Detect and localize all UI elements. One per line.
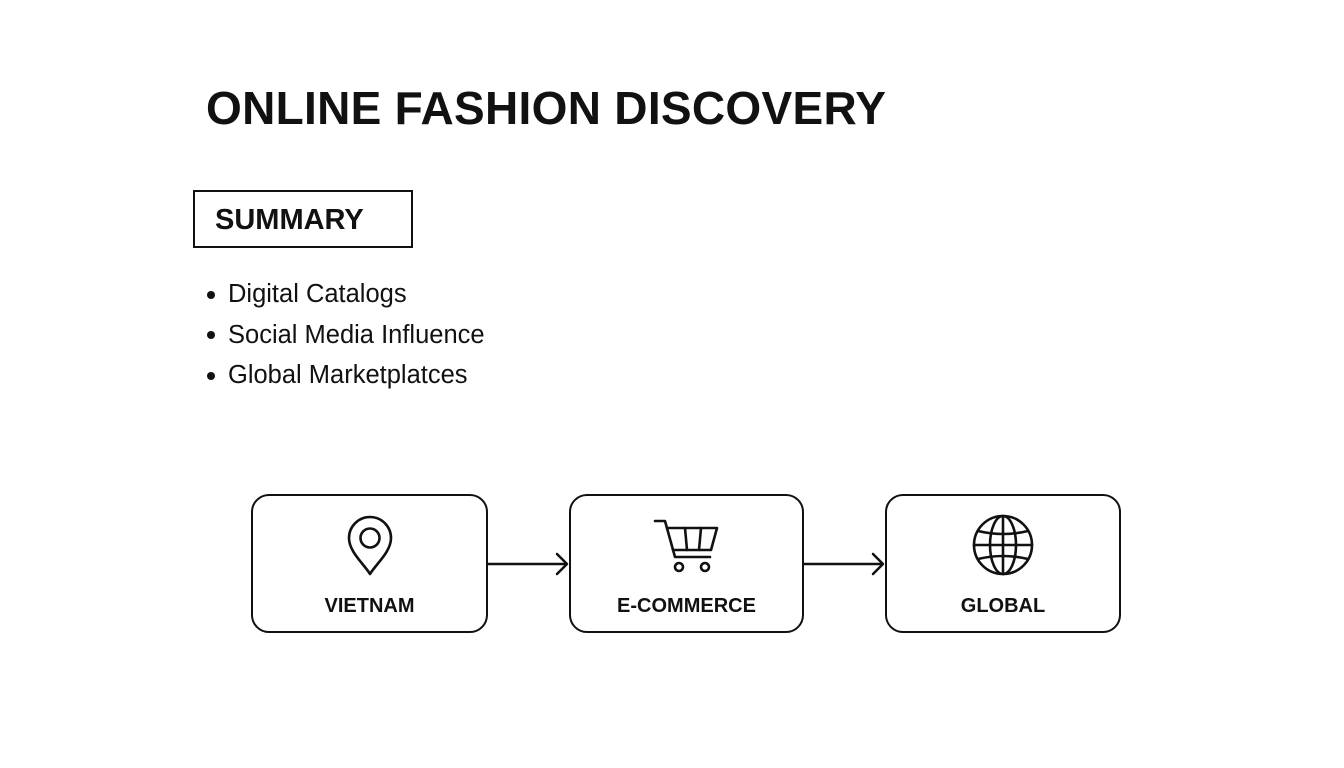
shopping-cart-icon — [653, 519, 718, 573]
flow-node-vietnam: VIETNAM — [251, 494, 488, 633]
flow-node-ecommerce: E-COMMERCE — [569, 494, 804, 633]
arrow-vietnam-to-ecommerce — [486, 552, 569, 576]
arrow-ecommerce-to-global — [802, 552, 885, 576]
summary-heading-box: SUMMARY — [193, 190, 413, 248]
summary-item-global-marketplaces: Global Marketplatces — [206, 357, 485, 398]
map-pin-icon — [347, 515, 392, 576]
globe-icon — [972, 514, 1034, 576]
summary-item-social-media: Social Media Influence — [206, 317, 485, 358]
flow-node-label: E-COMMERCE — [617, 595, 756, 617]
page-title: ONLINE FASHION DISCOVERY — [206, 82, 887, 134]
flow-node-label: VIETNAM — [324, 595, 415, 617]
summary-item-digital-catalogs: Digital Catalogs — [206, 276, 485, 317]
flow-node-label: GLOBAL — [960, 595, 1046, 617]
summary-list: Digital Catalogs Social Media Influence … — [206, 276, 485, 398]
summary-heading: SUMMARY — [215, 204, 364, 236]
flow-node-global: GLOBAL — [885, 494, 1121, 633]
